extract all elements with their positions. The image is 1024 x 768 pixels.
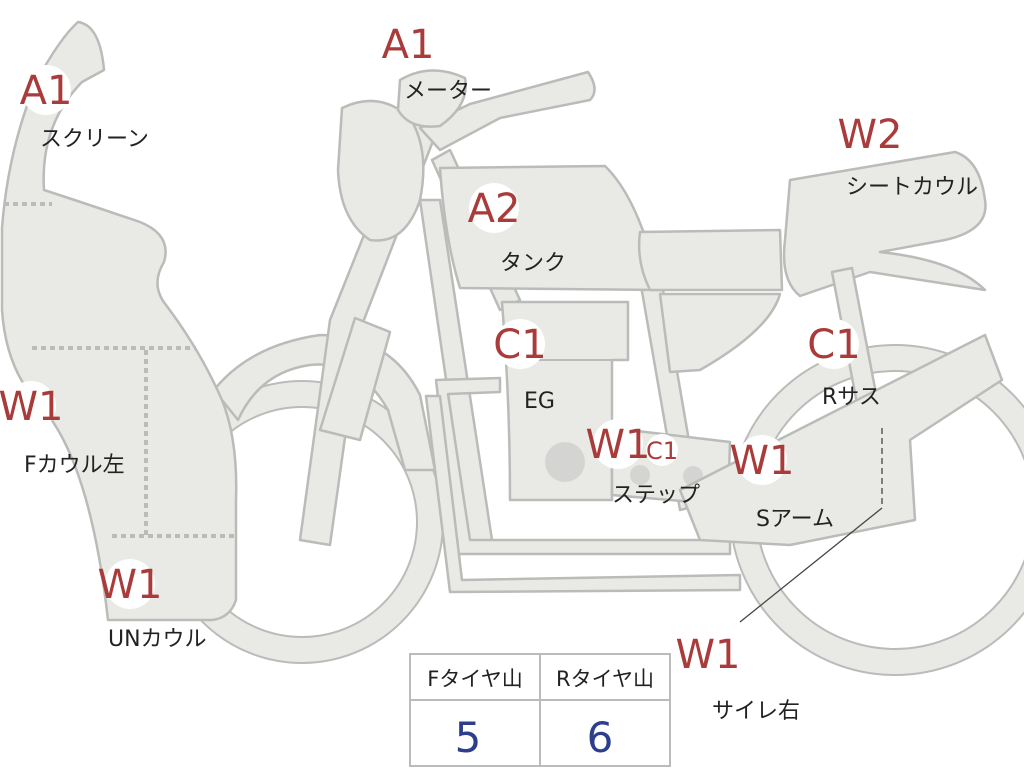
marker-swing-arm[interactable]: W1 Sアーム [730, 435, 835, 532]
seat-cowl-part [782, 150, 987, 298]
code-under-cowl: W1 [98, 562, 163, 608]
exhaust-pipe-lower [424, 394, 742, 594]
label-meter: メーター [404, 79, 492, 104]
motorcycle-silhouette [0, 20, 1024, 676]
markers: A1 スクリーン A1 メーター A2 タンク W2 シートカウル C1 EG … [0, 19, 978, 724]
code-seat-cowl: W2 [838, 112, 903, 158]
marker-tank[interactable]: A2 タンク [468, 183, 566, 276]
front-cowl [0, 20, 238, 622]
code-muffler-r: W1 [676, 632, 741, 678]
code-swing-arm: W1 [730, 438, 795, 484]
label-tank: タンク [500, 251, 566, 276]
fork-cover [318, 316, 392, 442]
marker-engine[interactable]: C1 EG [493, 319, 555, 414]
code-screen: A1 [20, 68, 73, 114]
swing-arm-part [678, 333, 1004, 547]
marker-muffler-r[interactable]: W1 サイレ右 [676, 629, 801, 724]
label-seat-cowl: シートカウル [846, 175, 978, 200]
engine-cover [545, 442, 585, 482]
seat [637, 228, 784, 292]
table-header-rear-tire: Rタイヤ山 [556, 667, 654, 691]
front-tire-tread-value: 5 [455, 713, 482, 762]
code-engine: C1 [493, 322, 546, 368]
tire-table: Fタイヤ山 Rタイヤ山 5 6 [409, 653, 671, 767]
code-f-cowl-left: W1 [0, 384, 64, 430]
exhaust-pipe-upper [434, 376, 732, 556]
label-screen: スクリーン [40, 127, 149, 152]
label-engine: EG [524, 389, 555, 414]
label-swing-arm: Sアーム [756, 507, 834, 532]
marker-seat-cowl[interactable]: W2 シートカウル [838, 108, 979, 200]
side-panel [658, 292, 782, 374]
marker-f-cowl-left[interactable]: W1 Fカウル左 [0, 381, 125, 478]
marker-screen[interactable]: A1 スクリーン [20, 65, 149, 152]
label-f-cowl-left: Fカウル左 [24, 453, 125, 478]
label-step: ステップ [612, 483, 700, 508]
code2-step: C1 [646, 437, 678, 465]
code-tank: A2 [468, 186, 521, 232]
handlebar [418, 70, 596, 152]
code-meter: A1 [382, 22, 435, 68]
marker-rear-susp[interactable]: C1 Rサス [807, 319, 881, 410]
meter-part [396, 69, 467, 128]
table-header-front-tire: Fタイヤ山 [427, 667, 522, 691]
label-under-cowl: UNカウル [108, 627, 207, 652]
marker-step[interactable]: W1 C1 ステップ [586, 419, 701, 508]
leader-line [739, 507, 883, 623]
label-muffler-r: サイレ右 [712, 699, 800, 724]
marker-under-cowl[interactable]: W1 UNカウル [98, 559, 207, 652]
label-rear-susp: Rサス [822, 385, 881, 410]
code-rear-susp: C1 [807, 322, 860, 368]
rear-tire-tread-value: 6 [587, 713, 614, 762]
marker-meter[interactable]: A1 メーター [382, 19, 492, 104]
code-step: W1 [586, 422, 651, 468]
